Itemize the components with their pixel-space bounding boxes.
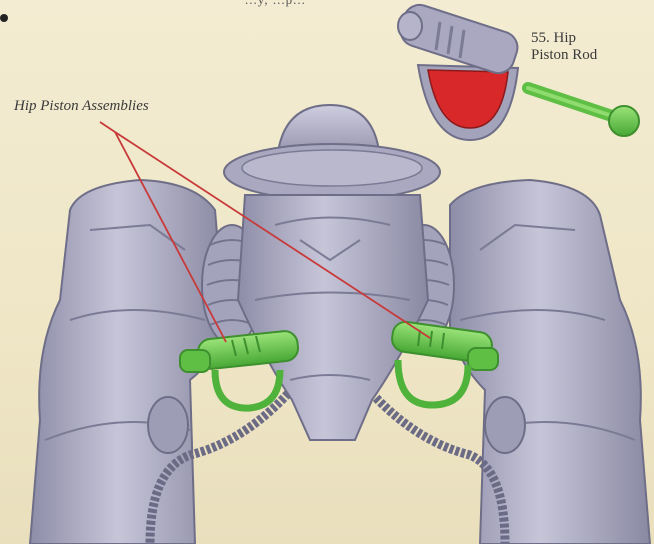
part-55-label: 55. Hip Piston Rod: [531, 30, 641, 64]
exploded-piston-housing: [396, 1, 521, 140]
part-55-label-line2: Piston Rod: [531, 47, 641, 64]
part-55-label-line1: 55. Hip: [531, 30, 641, 47]
piston-rod-part-55: [528, 88, 639, 136]
right-hip-piston-assembly: [390, 320, 498, 405]
hip-piston-assemblies-label: Hip Piston Assemblies: [14, 98, 149, 115]
